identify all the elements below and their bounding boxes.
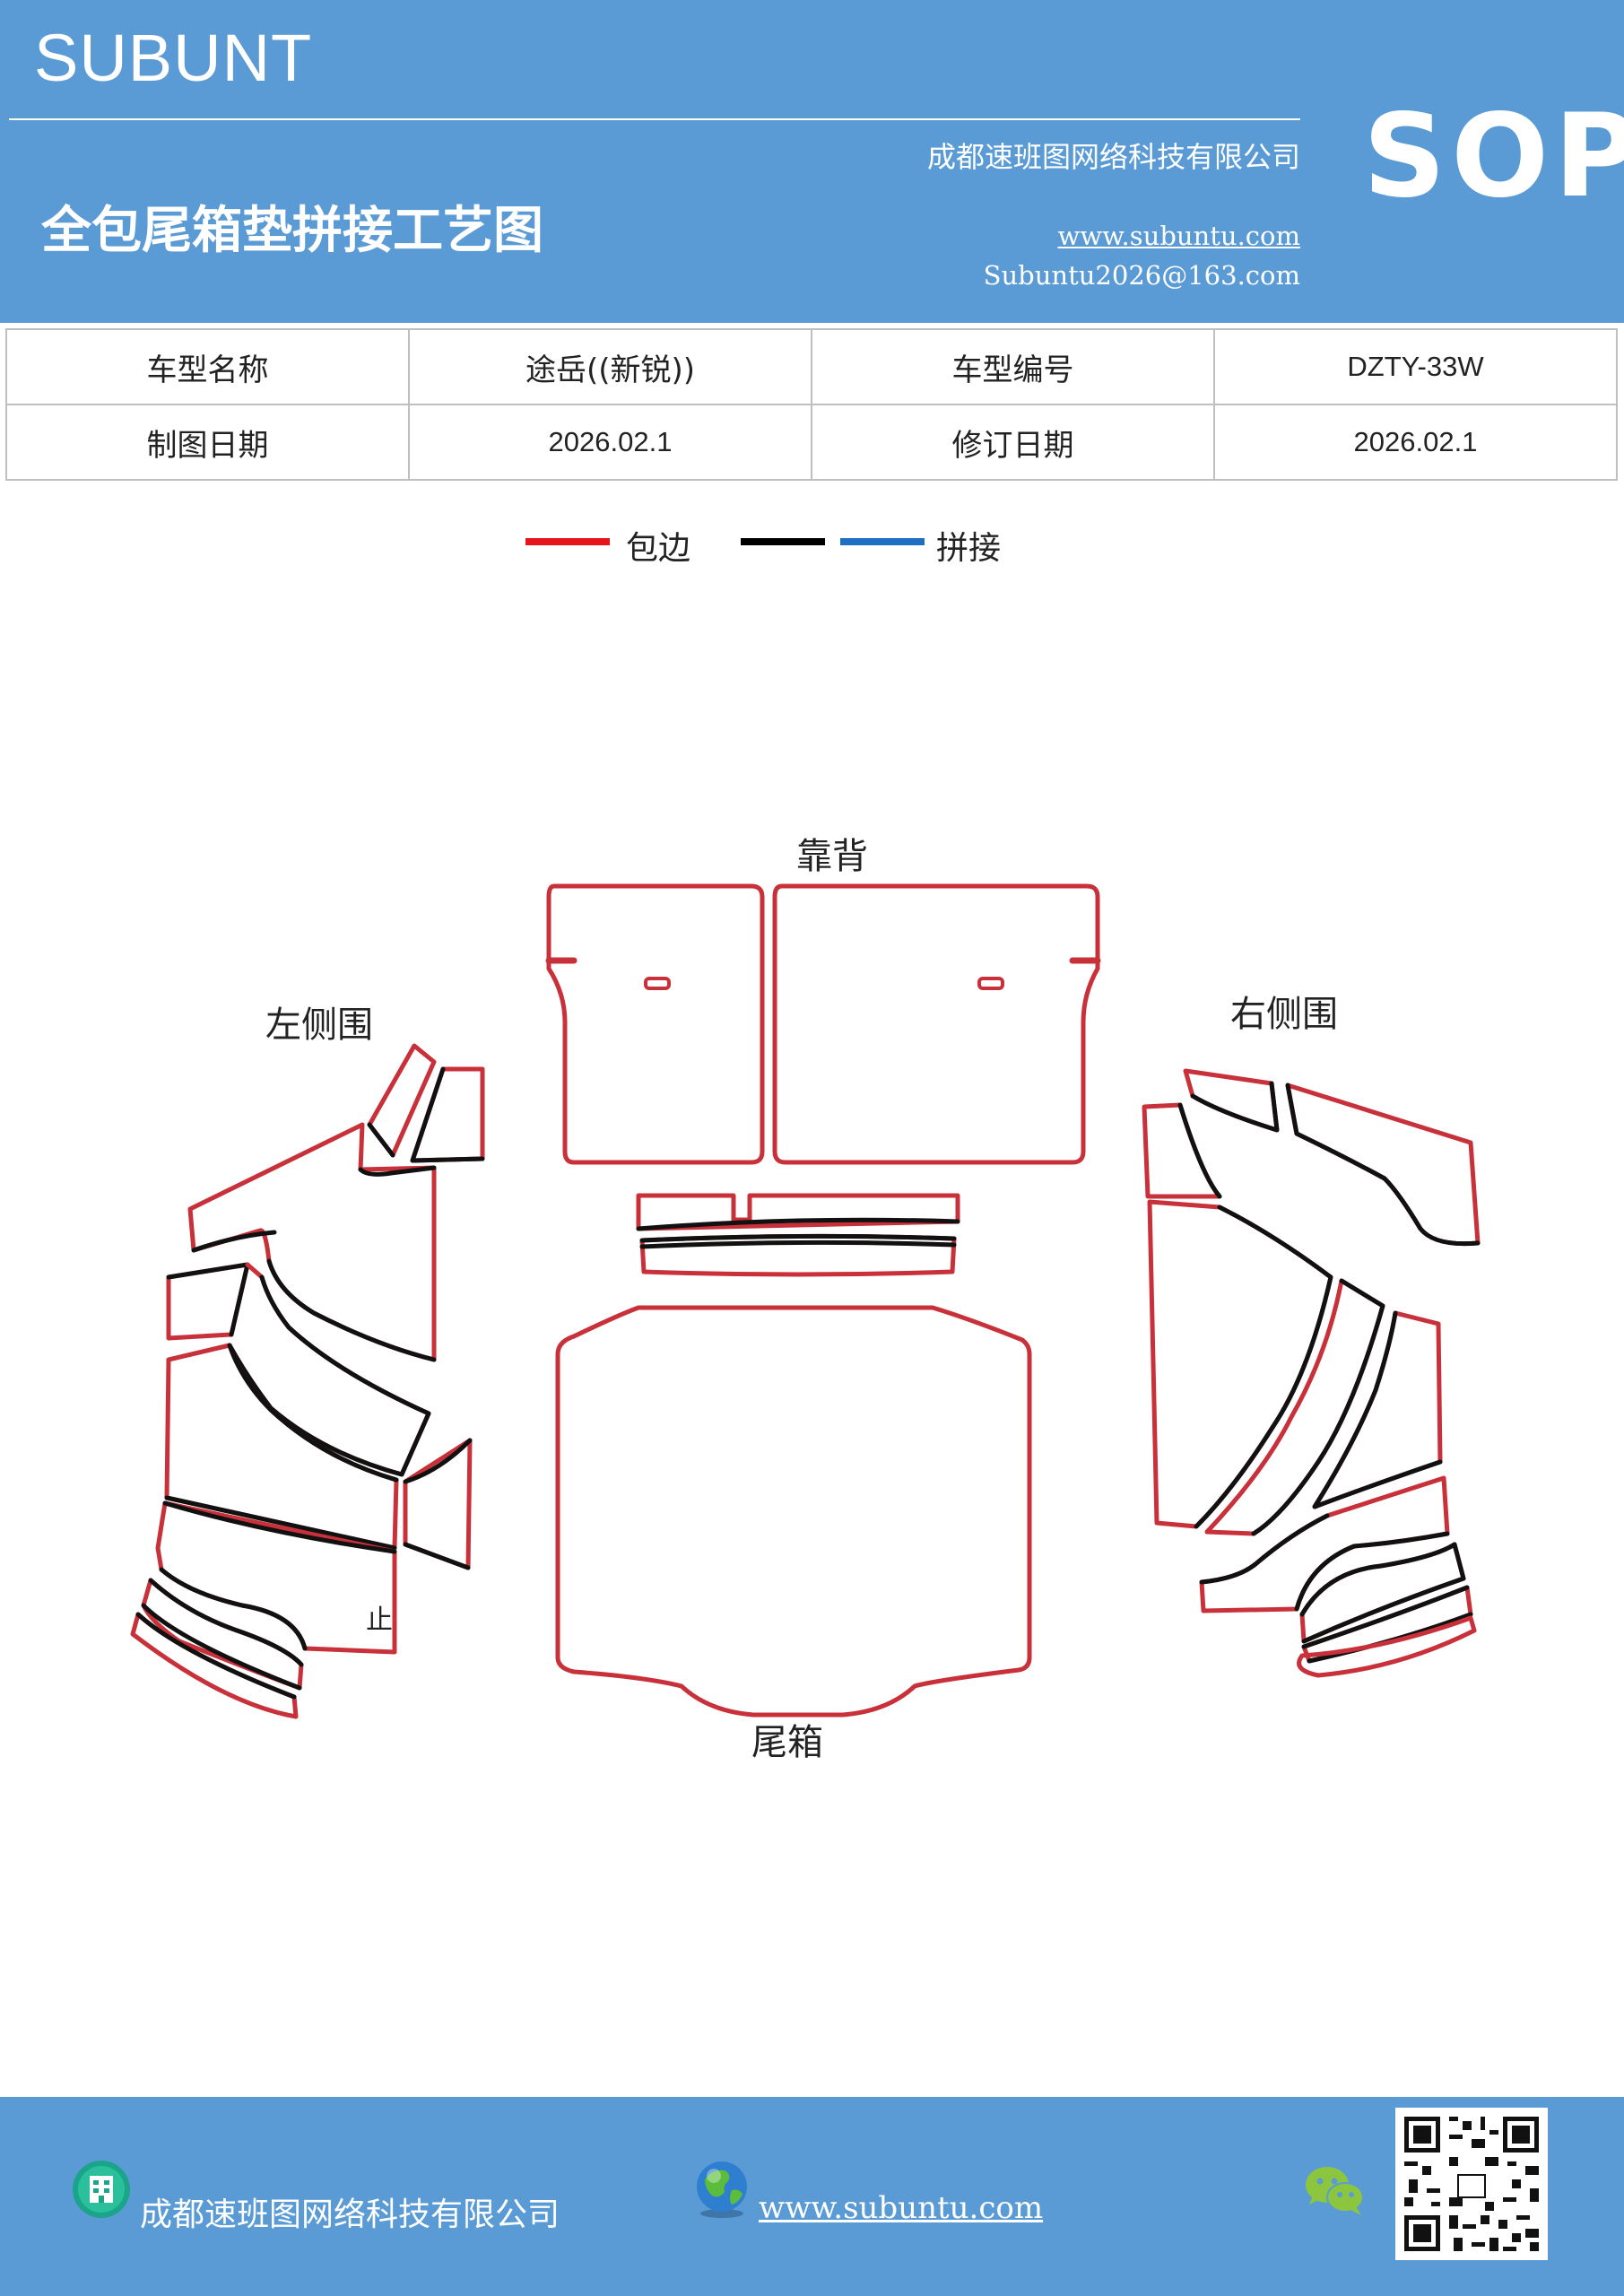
right-panel-bottom-strip-1-seam bbox=[1299, 1542, 1466, 1644]
left-panel-lower-main bbox=[164, 1343, 399, 1551]
table-cell: 2026.02.1 bbox=[1213, 404, 1618, 481]
left-panel-top-strip-seam bbox=[410, 1066, 485, 1163]
right-panel-main-left-seam bbox=[1194, 1205, 1333, 1529]
globe-icon bbox=[697, 2161, 747, 2218]
website-link[interactable]: www.subuntu.com bbox=[1057, 221, 1300, 251]
document-title: 全包尾箱垫拼接工艺图 bbox=[41, 202, 543, 260]
right-panel-strip-b-seam bbox=[1312, 1310, 1443, 1509]
left-panel-side-wedge-seam bbox=[403, 1438, 473, 1570]
building-icon bbox=[73, 2161, 130, 2218]
trunk-mat-diagram: 靠背 左侧围 右侧围 尾箱 止 bbox=[130, 836, 1481, 1763]
brand-name: SUBUNT bbox=[34, 21, 313, 95]
header-banner: SUBUNT 成都速班图网络科技有限公司 全包尾箱垫拼接工艺图 www.subu… bbox=[0, 0, 1624, 323]
right-panel-bottom-strip-3 bbox=[1297, 1615, 1477, 1678]
left-panel-bottom-strip-1-seam bbox=[141, 1578, 304, 1691]
left-panel-bottom-block bbox=[155, 1500, 397, 1655]
right-panel-strip-a-seam bbox=[1251, 1278, 1385, 1536]
backrest-left-slot bbox=[644, 977, 671, 990]
right-panel-top-right-seam bbox=[1285, 1083, 1481, 1247]
backrest-left-panel bbox=[546, 883, 765, 1165]
footer-banner: 成都速班图网络科技有限公司 www.subuntu.com bbox=[0, 2097, 1624, 2296]
table-cell: 途岳((新锐)) bbox=[408, 328, 812, 405]
legend-label-edge: 包边 bbox=[626, 530, 691, 567]
left-panel-middle-seam bbox=[227, 1274, 431, 1477]
middle-strip-lower-seam bbox=[639, 1233, 957, 1249]
left-panel-top-wedge-seam bbox=[367, 1122, 395, 1158]
footer-company-name: 成都速班图网络科技有限公司 bbox=[140, 2196, 560, 2233]
trunk-floor-panel bbox=[555, 1305, 1032, 1718]
table-cell: 车型名称 bbox=[5, 328, 410, 405]
email-address: Subuntu2026@163.com bbox=[983, 260, 1300, 291]
table-cell: 制图日期 bbox=[5, 404, 410, 481]
right-panel-top-left-seam bbox=[1190, 1081, 1280, 1133]
table-cell: DZTY-33W bbox=[1213, 328, 1618, 405]
company-name: 成都速班图网络科技有限公司 bbox=[926, 140, 1300, 174]
table-cell: 车型编号 bbox=[811, 328, 1215, 405]
backrest-right-slot bbox=[977, 977, 1004, 990]
table-cell: 2026.02.1 bbox=[408, 404, 812, 481]
legend-swatch-black bbox=[741, 538, 825, 545]
left-panel-small-block-seam bbox=[166, 1262, 250, 1337]
table-row: 车型名称 途岳((新锐)) 车型编号 DZTY-33W bbox=[5, 328, 1618, 405]
qr-code[interactable] bbox=[1395, 2108, 1548, 2260]
header-divider bbox=[9, 118, 1300, 120]
label-left-side: 左侧围 bbox=[265, 1004, 373, 1046]
label-right-side: 右侧围 bbox=[1230, 994, 1338, 1035]
left-panel-bottom-strip-2-seam bbox=[135, 1612, 297, 1700]
table-row: 制图日期 2026.02.1 修订日期 2026.02.1 bbox=[5, 404, 1618, 481]
legend: 包边 拼接 bbox=[0, 520, 1624, 574]
legend-label-seam: 拼接 bbox=[936, 530, 1002, 567]
label-trunk: 尾箱 bbox=[751, 1722, 823, 1763]
middle-strip-upper-seam bbox=[636, 1217, 960, 1231]
footer-website-link[interactable]: www.subuntu.com bbox=[759, 2190, 1044, 2226]
right-panel-top-right bbox=[1285, 1083, 1481, 1247]
legend-swatch-seam bbox=[840, 538, 925, 545]
right-panel-lower-block-seam bbox=[1199, 1513, 1450, 1612]
middle-strip-upper bbox=[636, 1193, 960, 1231]
left-panel-lower-main-seam bbox=[164, 1343, 399, 1551]
left-panel-bottom-block-seam bbox=[159, 1500, 397, 1651]
left-panel-middle bbox=[166, 1262, 431, 1477]
wechat-icon bbox=[1306, 2167, 1364, 2215]
left-panel-upper-main-seam bbox=[191, 1165, 437, 1362]
right-panel-upper-left-seam bbox=[1177, 1102, 1222, 1199]
label-backrest: 靠背 bbox=[796, 836, 868, 877]
label-stop-mark: 止 bbox=[366, 1605, 393, 1636]
vehicle-info-table: 车型名称 途岳((新锐)) 车型编号 DZTY-33W 制图日期 2026.02… bbox=[5, 328, 1618, 481]
backrest-right-panel bbox=[772, 883, 1100, 1165]
table-cell: 修订日期 bbox=[811, 404, 1215, 481]
sop-badge: SOP bbox=[1363, 90, 1624, 223]
legend-swatch-edge bbox=[525, 538, 610, 545]
